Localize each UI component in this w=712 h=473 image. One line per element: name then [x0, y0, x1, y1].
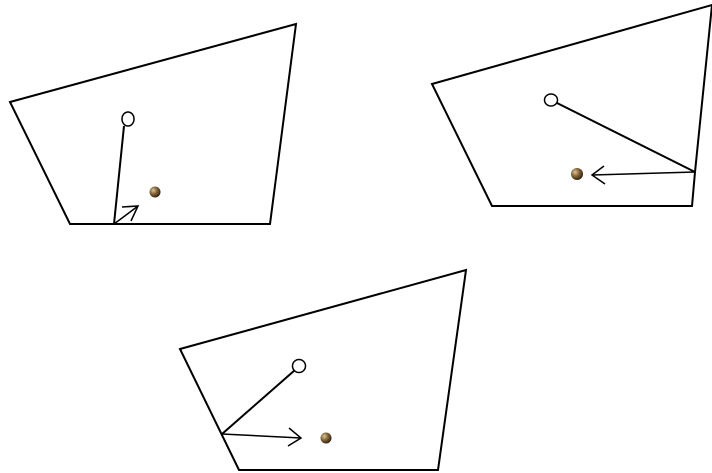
arrow-shaft — [591, 171, 696, 176]
quadrilateral-outline — [178, 268, 468, 471]
line-circle-to-edge — [221, 369, 296, 435]
hollow-circle — [291, 358, 307, 374]
quadrilateral-outline — [8, 22, 298, 225]
line-circle-to-edge — [113, 125, 125, 225]
bronze-ball — [149, 186, 161, 198]
panel-top-left — [8, 22, 298, 225]
arrow-shaft — [221, 433, 302, 439]
hollow-circle — [543, 93, 559, 107]
quadrilateral-outline — [430, 3, 712, 207]
bronze-ball — [320, 432, 332, 444]
line-circle-to-edge — [556, 102, 696, 173]
hollow-circle — [121, 111, 135, 127]
arrow-head — [121, 205, 140, 222]
arrow-head — [590, 165, 606, 185]
panel-bottom — [178, 268, 468, 471]
arrow-head — [287, 427, 303, 447]
panel-top-right — [430, 3, 712, 207]
arrow-shaft — [113, 205, 139, 225]
bronze-ball — [571, 168, 583, 180]
